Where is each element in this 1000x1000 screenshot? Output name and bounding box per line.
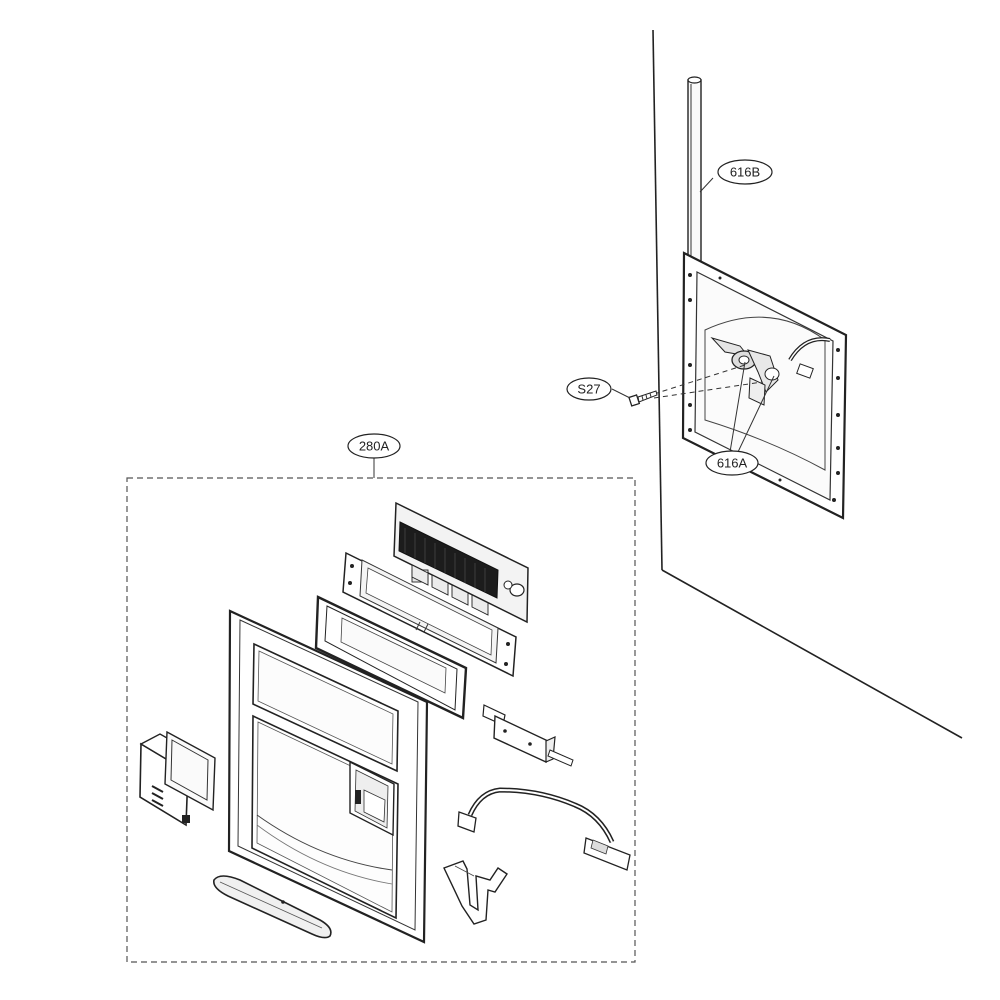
callout-616a-label: 616A bbox=[717, 455, 748, 470]
callout-616a: 616A bbox=[705, 450, 759, 476]
callout-616b-label: 616B bbox=[730, 164, 760, 179]
cabinet-wall bbox=[652, 29, 963, 739]
button-frame bbox=[342, 551, 517, 678]
dispenser-paddle bbox=[212, 875, 332, 939]
mounting-plate bbox=[653, 251, 848, 520]
leader-lines bbox=[373, 177, 775, 478]
callout-616b: 616B bbox=[717, 159, 773, 185]
display-pcb bbox=[393, 501, 529, 624]
dispenser-cover bbox=[227, 609, 429, 944]
callout-280a: 280A bbox=[347, 433, 401, 459]
display-window bbox=[314, 595, 468, 720]
screw-s27 bbox=[628, 390, 658, 407]
callout-s27: S27 bbox=[566, 377, 612, 401]
micro-switch bbox=[482, 704, 574, 767]
tube-616b bbox=[687, 76, 702, 266]
callout-280a-label: 280A bbox=[359, 438, 390, 453]
spring-clip bbox=[443, 860, 508, 925]
side-switch-cover bbox=[139, 730, 216, 827]
callout-s27-label: S27 bbox=[577, 381, 600, 396]
assembly-280a-box bbox=[126, 477, 636, 963]
wire-harness bbox=[457, 787, 631, 871]
